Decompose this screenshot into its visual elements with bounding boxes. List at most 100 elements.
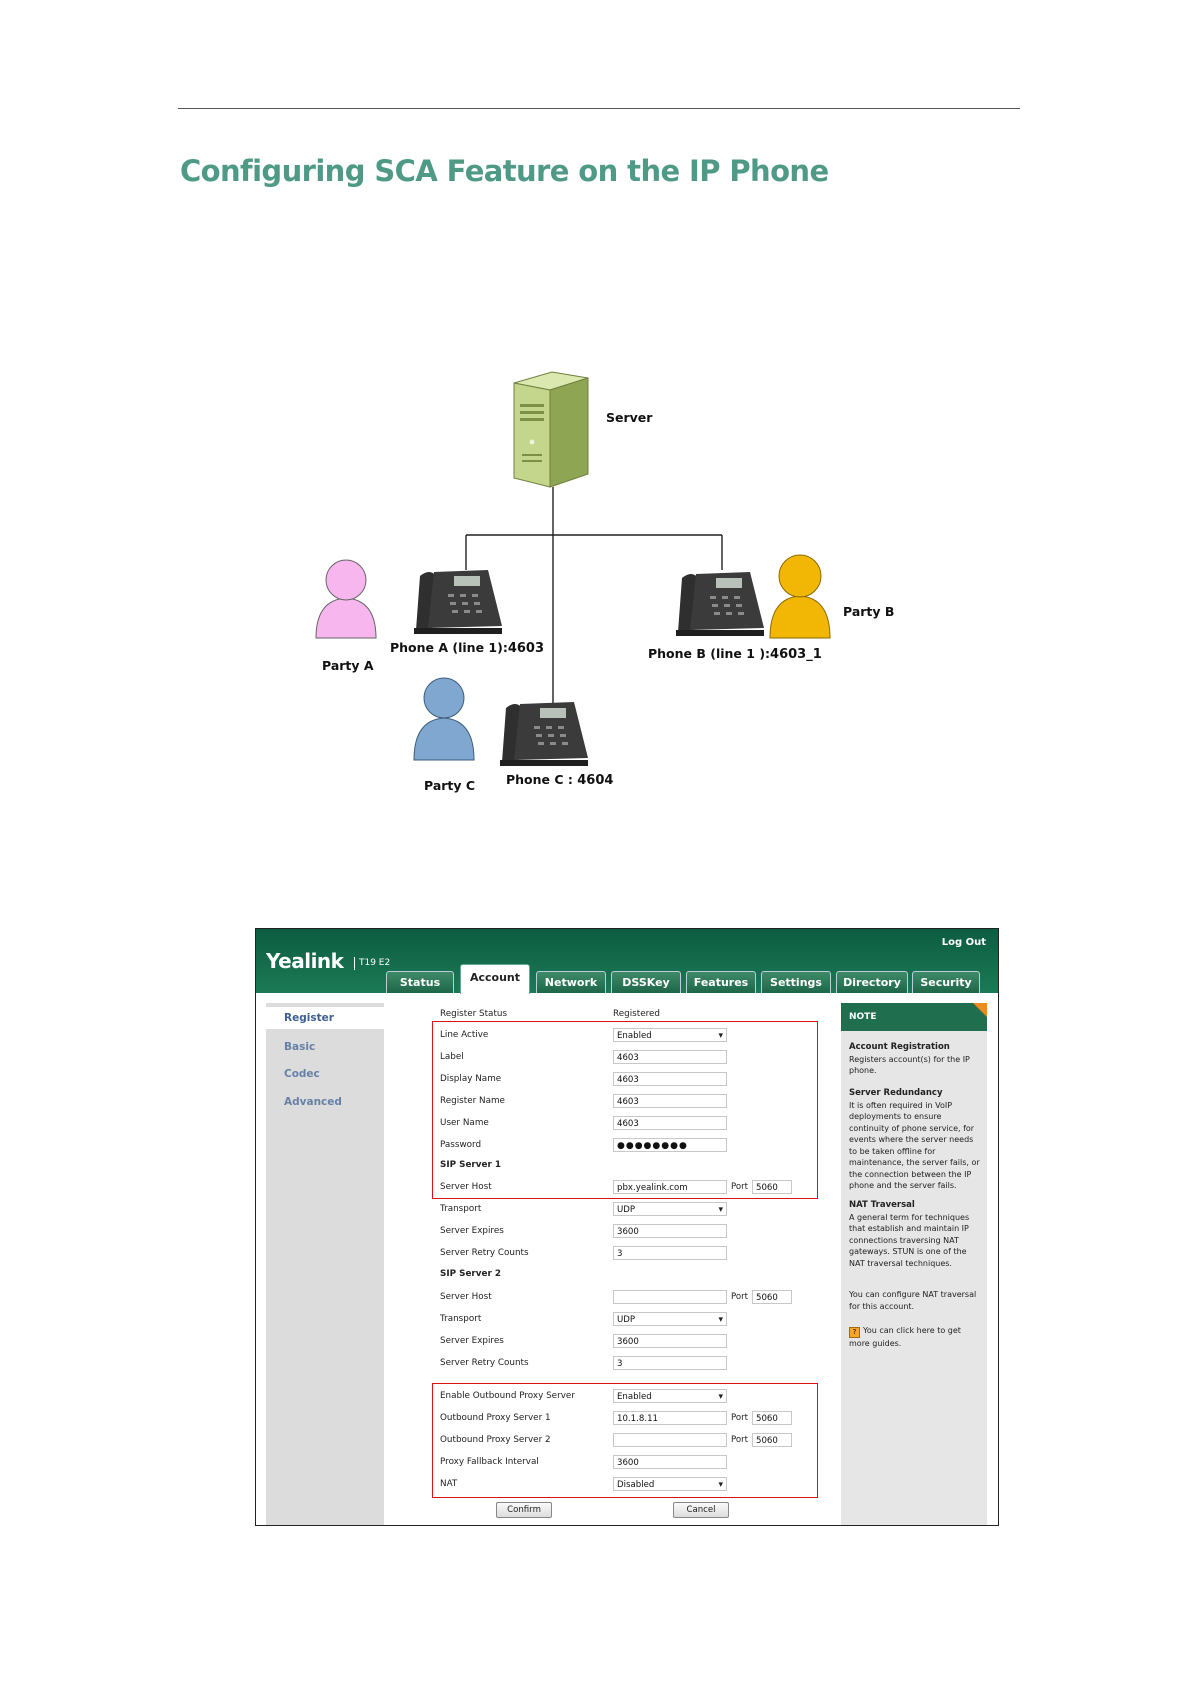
- server-host-2-input[interactable]: [613, 1290, 727, 1304]
- proxy-fallback-input[interactable]: 3600: [613, 1455, 727, 1469]
- sidebar-item-advanced[interactable]: Advanced: [284, 1096, 342, 1108]
- server-retry-2-label: Server Retry Counts: [440, 1358, 529, 1368]
- outbound-proxy-1-label: Outbound Proxy Server 1: [440, 1413, 551, 1423]
- note-s1-title: Account Registration: [849, 1042, 950, 1052]
- tab-dsskey[interactable]: DSSKey: [611, 971, 681, 993]
- port-1-label: Port: [731, 1182, 749, 1192]
- highlight-box-registration: [432, 1021, 818, 1199]
- server-expires-2-label: Server Expires: [440, 1336, 504, 1346]
- phone-c-icon: [500, 702, 588, 766]
- server-retry-2-input[interactable]: 3: [613, 1356, 727, 1370]
- sidebar: Register Basic Codec Advanced: [266, 1003, 384, 1525]
- phone-b-icon: [676, 572, 764, 636]
- nat-label: NAT: [440, 1479, 458, 1489]
- server-expires-1-label: Server Expires: [440, 1226, 504, 1236]
- transport-2-select[interactable]: UDP: [613, 1312, 727, 1326]
- user-name-input[interactable]: 4603: [613, 1116, 727, 1130]
- party-a-label: Party A: [322, 658, 374, 673]
- note-nat-traversal: NAT Traversal A general term for techniq…: [849, 1199, 983, 1269]
- party-c-icon: [413, 677, 475, 761]
- yealink-logo: Yealink: [266, 949, 344, 973]
- label-label: Label: [440, 1052, 464, 1062]
- display-name-input[interactable]: 4603: [613, 1072, 727, 1086]
- model-label: T19 E2: [354, 957, 390, 970]
- tab-security[interactable]: Security: [912, 971, 980, 993]
- party-b-label: Party B: [843, 604, 895, 619]
- logout-link[interactable]: Log Out: [941, 937, 986, 948]
- confirm-button[interactable]: Confirm: [496, 1502, 552, 1518]
- register-name-label: Register Name: [440, 1096, 505, 1106]
- server-expires-1-input[interactable]: 3600: [613, 1224, 727, 1238]
- phone-b-label: Phone B (line 1 ):4603_1: [648, 646, 822, 662]
- server-host-1-label: Server Host: [440, 1182, 492, 1192]
- note-account-registration: Account Registration Registers account(s…: [849, 1041, 983, 1077]
- port-2-label: Port: [731, 1292, 749, 1302]
- phone-a-label-text: Phone A (line 1):: [390, 640, 508, 655]
- web-ui-screenshot: Yealink T19 E2 Log Out Status Account Ne…: [255, 928, 999, 1526]
- note-corner-fold: [973, 1003, 987, 1017]
- server-label: Server: [606, 410, 653, 425]
- tab-network[interactable]: Network: [536, 971, 606, 993]
- outbound-port-1-input[interactable]: 5060: [752, 1411, 792, 1425]
- server-expires-2-input[interactable]: 3600: [613, 1334, 727, 1348]
- label-input[interactable]: 4603: [613, 1050, 727, 1064]
- note-guides[interactable]: ?You can click here to get more guides.: [849, 1325, 983, 1350]
- register-name-input[interactable]: 4603: [613, 1094, 727, 1108]
- tab-features[interactable]: Features: [686, 971, 756, 993]
- password-label: Password: [440, 1140, 482, 1150]
- party-a-icon: [315, 559, 377, 639]
- nat-select[interactable]: Disabled: [613, 1477, 727, 1491]
- cancel-button[interactable]: Cancel: [673, 1502, 729, 1518]
- highlight-box-outbound-proxy: [432, 1383, 818, 1498]
- phone-c-number: 4604: [577, 773, 614, 788]
- outbound-enable-label: Enable Outbound Proxy Server: [440, 1391, 575, 1401]
- port-1-input[interactable]: 5060: [752, 1180, 792, 1194]
- server-host-1-input[interactable]: pbx.yealink.com: [613, 1180, 727, 1194]
- tab-directory[interactable]: Directory: [836, 971, 908, 993]
- sip-server-2-heading: SIP Server 2: [440, 1269, 501, 1279]
- phone-a-number: 4603: [507, 641, 545, 656]
- note-panel: NOTE Account Registration Registers acco…: [841, 1003, 987, 1525]
- note-s1-text: Registers account(s) for the IP phone.: [849, 1054, 970, 1076]
- phone-c-label-text: Phone C :: [506, 772, 578, 787]
- sip-server-1-heading: SIP Server 1: [440, 1160, 501, 1170]
- outbound-proxy-2-label: Outbound Proxy Server 2: [440, 1435, 551, 1445]
- server-icon: [513, 371, 589, 488]
- register-status-label: Register Status: [440, 1009, 508, 1019]
- top-rule: [178, 108, 1020, 109]
- outbound-proxy-2-input[interactable]: [613, 1433, 727, 1447]
- outbound-proxy-1-input[interactable]: 10.1.8.11: [613, 1411, 727, 1425]
- outbound-enable-select[interactable]: Enabled: [613, 1389, 727, 1403]
- sidebar-item-basic[interactable]: Basic: [284, 1041, 316, 1053]
- note-s5-text: You can click here to get more guides.: [849, 1326, 961, 1348]
- note-s3-text: A general term for techniques that estab…: [849, 1212, 970, 1268]
- sidebar-item-register[interactable]: Register: [266, 1007, 384, 1029]
- display-name-label: Display Name: [440, 1074, 502, 1084]
- outbound-port-2-input[interactable]: 5060: [752, 1433, 792, 1447]
- sidebar-item-codec[interactable]: Codec: [284, 1068, 320, 1080]
- tab-settings[interactable]: Settings: [761, 971, 831, 993]
- transport-1-select[interactable]: UDP: [613, 1202, 727, 1216]
- note-heading: NOTE: [841, 1003, 987, 1031]
- note-s2-text: It is often required in VoIP deployments…: [849, 1100, 980, 1191]
- register-status-value: Registered: [613, 1009, 661, 1019]
- note-s3-title: NAT Traversal: [849, 1200, 915, 1210]
- phone-b-number: 4603_1: [770, 647, 822, 662]
- help-icon: ?: [849, 1327, 860, 1338]
- tab-account[interactable]: Account: [460, 964, 530, 994]
- connection-lines: [465, 487, 723, 703]
- server-host-2-label: Server Host: [440, 1292, 492, 1302]
- line-active-select[interactable]: Enabled: [613, 1028, 727, 1042]
- tab-status[interactable]: Status: [386, 971, 454, 993]
- phone-c-label: Phone C : 4604: [506, 772, 613, 788]
- phone-b-label-text: Phone B (line 1 ):: [648, 646, 771, 661]
- note-nat-config: You can configure NAT traversal for this…: [849, 1290, 977, 1311]
- port-2-input[interactable]: 5060: [752, 1290, 792, 1304]
- transport-2-label: Transport: [440, 1314, 482, 1324]
- server-retry-1-input[interactable]: 3: [613, 1246, 727, 1260]
- password-input[interactable]: ●●●●●●●●: [613, 1138, 727, 1152]
- note-server-redundancy: Server Redundancy It is often required i…: [849, 1087, 983, 1192]
- sca-topology-diagram: Server Phone A (line 1):4603 Phone B (li…: [300, 360, 900, 800]
- phone-a-icon: [414, 570, 502, 634]
- party-c-label: Party C: [424, 778, 476, 793]
